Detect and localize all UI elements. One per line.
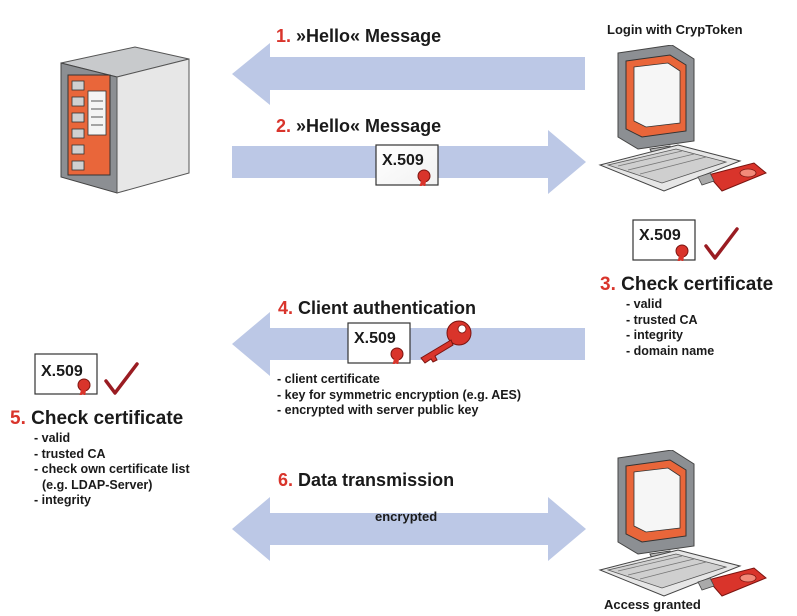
- step-4-number: 4.: [278, 298, 294, 318]
- certificate-icon: X.509: [34, 353, 98, 395]
- step-5-label: Check certificate: [31, 408, 184, 429]
- encrypted-label: encrypted: [375, 509, 438, 524]
- checkmark-icon: [704, 227, 739, 260]
- certificate-label: X.509: [382, 152, 424, 169]
- step-6-label: Data transmission: [298, 470, 455, 490]
- step-3-number: 3.: [600, 274, 616, 295]
- step-1-title: 1. »Hello« Message: [276, 26, 441, 47]
- list-item: encrypted with server public key: [277, 403, 521, 419]
- step-4-label: Client authentication: [298, 298, 477, 318]
- list-item: check own certificate list: [34, 462, 190, 478]
- step-5-number: 5.: [10, 408, 26, 429]
- certificate-label: X.509: [639, 227, 681, 244]
- checkmark-icon: [104, 362, 139, 395]
- list-item: integrity: [34, 493, 190, 509]
- step-3-checklist: valid trusted CA integrity domain name: [626, 297, 715, 360]
- access-caption: Access granted: [604, 597, 701, 612]
- step-2-label: »Hello« Message: [296, 116, 442, 136]
- certificate-icon: X.509: [632, 219, 696, 261]
- list-item: trusted CA: [626, 313, 714, 329]
- list-item-text: (e.g. LDAP-Server): [42, 477, 153, 492]
- key-icon: [420, 320, 472, 364]
- certificate-icon: X.509: [375, 144, 439, 186]
- client-computer-icon: [598, 450, 767, 597]
- step-4-title: 4. Client authentication: [278, 298, 476, 319]
- step-3-title: 3. Check certificate: [600, 274, 773, 296]
- step-5-title: 5. Check certificate: [10, 408, 183, 430]
- arrow-step-1: [232, 43, 585, 105]
- step-2-title: 2. »Hello« Message: [276, 116, 441, 137]
- list-item: domain name: [626, 344, 715, 360]
- list-item: key for symmetric encryption (e.g. AES): [277, 388, 521, 404]
- client-computer-icon: [598, 45, 767, 192]
- step-6-number: 6.: [278, 470, 294, 490]
- list-item: trusted CA: [34, 447, 190, 463]
- step-1-label: »Hello« Message: [296, 26, 442, 46]
- crypto-token-icon: [697, 567, 767, 597]
- arrow-step-6: [232, 497, 586, 561]
- login-caption: Login with CrypToken: [607, 22, 743, 37]
- certificate-label: X.509: [354, 330, 396, 347]
- list-item: (e.g. LDAP-Server): [34, 478, 190, 494]
- list-item: integrity: [626, 328, 714, 344]
- step-2-number: 2.: [276, 116, 292, 136]
- crypto-token-icon: [697, 162, 767, 192]
- certificate-label: X.509: [41, 363, 83, 380]
- certificate-icon: X.509: [347, 322, 411, 364]
- step-3-label: Check certificate: [621, 274, 774, 295]
- step-5-checklist: valid trusted CA check own certificate l…: [34, 431, 190, 509]
- step-1-number: 1.: [276, 26, 292, 46]
- list-item: client certificate: [277, 372, 521, 388]
- step-4-list: client certificate key for symmetric enc…: [277, 372, 521, 419]
- step-6-title: 6. Data transmission: [278, 470, 454, 491]
- server-icon: [60, 46, 190, 194]
- list-item: valid: [626, 297, 714, 313]
- list-item: valid: [34, 431, 190, 447]
